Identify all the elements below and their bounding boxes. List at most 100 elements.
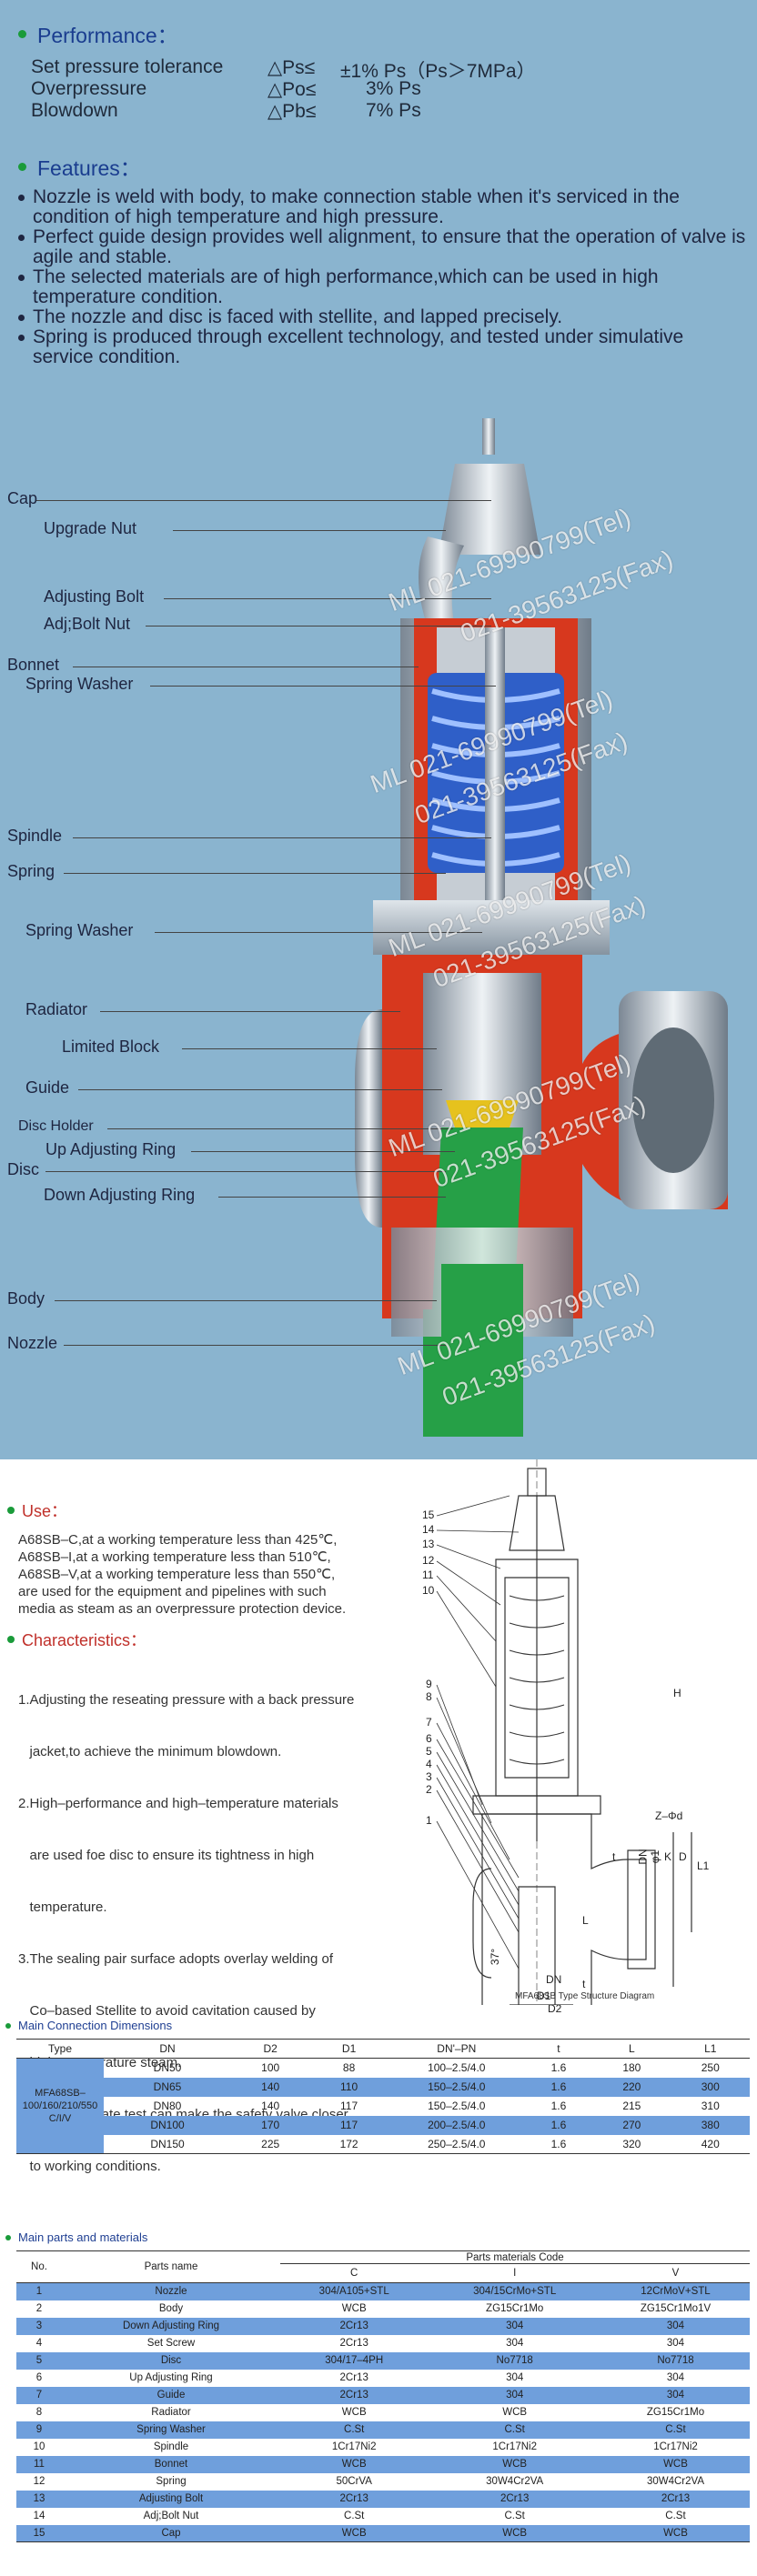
dim-label: φ1 <box>649 1849 662 1864</box>
leader-line <box>218 1197 446 1198</box>
cell: Adj;Bolt Nut <box>143 2511 199 2521</box>
cell: 172 <box>339 2137 358 2150</box>
col-header: L1 <box>704 2042 717 2055</box>
dim-label: DN <box>546 1973 562 1986</box>
col-header: Parts materials Code <box>280 2250 750 2264</box>
diagram-num: 13 <box>422 1538 435 1550</box>
dimensions-table: Type DN D2 D1 DN'–PN t L L1 MFA68SB–100/… <box>16 2039 750 2154</box>
leader-line <box>173 530 446 531</box>
diagram-drawing <box>472 1459 692 2005</box>
cell: 220 <box>622 2080 641 2093</box>
perf-symbol: △Ps≤ <box>267 57 316 78</box>
leader-line <box>191 1151 455 1152</box>
diagram-leaders <box>436 1495 520 1970</box>
cell: 2Cr13 <box>339 2493 368 2504</box>
type-cell: MFA68SB–100/160/210/550 C/I/V <box>16 2058 104 2154</box>
cell: C.St <box>665 2511 686 2521</box>
label-body: Body <box>7 1289 45 1308</box>
char-line: Co–based Stellite to avoid cavitation ca… <box>18 2003 316 2019</box>
cell: DN150 <box>150 2137 185 2150</box>
use-text: A68SB–C,at a working temperature less th… <box>18 1531 346 1618</box>
cell: No7718 <box>496 2355 533 2366</box>
cell: C.St <box>665 2424 686 2435</box>
label-upgrade-nut: Upgrade Nut <box>44 519 137 537</box>
leader-line <box>55 1300 437 1301</box>
disc-shape <box>446 1100 519 1128</box>
cell: C.St <box>504 2424 525 2435</box>
cell: 6 <box>35 2372 43 2383</box>
label-down-adjusting-ring: Down Adjusting Ring <box>44 1186 196 1204</box>
cell: 150–2.5/4.0 <box>428 2100 486 2112</box>
cell: WCB <box>341 2407 367 2418</box>
cell: 304 <box>506 2372 524 2383</box>
cell: 170 <box>261 2119 280 2131</box>
cell: 2Cr13 <box>339 2390 368 2401</box>
char-line: 3.The sealing pair surface adopts overla… <box>18 1951 334 1967</box>
features-title: Features： <box>37 156 141 180</box>
col-header: V <box>671 2268 680 2279</box>
feature-item: Nozzle is weld with body, to make connec… <box>18 187 746 227</box>
cell: 225 <box>261 2137 280 2150</box>
cell: 150–2.5/4.0 <box>428 2080 486 2093</box>
cell: 2Cr13 <box>661 2493 691 2504</box>
col-header: L <box>629 2042 635 2055</box>
cell: Disc <box>160 2355 182 2366</box>
use-line: are used for the equipment and pipelines… <box>18 1584 327 1599</box>
cell: 320 <box>622 2137 641 2150</box>
char-line: are used foe disc to ensure its tightnes… <box>18 1848 315 1863</box>
dim-label: L1 <box>697 1859 710 1872</box>
diagram-num: 8 <box>426 1690 432 1703</box>
leader-line <box>36 500 491 501</box>
perf-row-2: Overpressure△Po≤3% Ps <box>31 78 421 101</box>
feature-item: The nozzle and disc is faced with stelli… <box>18 307 746 327</box>
cell: C.St <box>344 2424 365 2435</box>
cell: DN50 <box>153 2061 182 2075</box>
cell: 2 <box>35 2303 43 2314</box>
table-header: No. Parts name Parts materials Code <box>16 2250 750 2283</box>
leader-line <box>64 873 446 874</box>
cell: 180 <box>622 2061 641 2075</box>
leader-line <box>100 1011 400 1012</box>
cell: 304 <box>506 2320 524 2331</box>
diagram-num: 14 <box>422 1523 435 1536</box>
perf-label: Overpressure <box>31 78 147 99</box>
dim-label: t <box>612 1850 616 1863</box>
diagram-labels: 15 14 13 12 11 10 9 8 7 6 5 4 3 2 1 H Z–… <box>391 1459 755 2015</box>
performance-heading: Performance： <box>18 18 178 49</box>
leader-line <box>45 1171 446 1172</box>
cell: 310 <box>701 2100 720 2112</box>
dimensions-heading: Main Connection Dimensions <box>5 2019 172 2032</box>
use-heading: Use： <box>7 1498 67 1522</box>
col-header: Parts name <box>62 2250 280 2283</box>
cell: 420 <box>701 2137 720 2150</box>
cell: ZG15Cr1Mo <box>486 2303 544 2314</box>
leader-line <box>155 932 482 933</box>
diagram-num: 12 <box>422 1554 435 1567</box>
leader-line <box>73 837 491 838</box>
perf-value: ±1% Ps（Ps＞7MPa） <box>340 61 536 82</box>
leader-line <box>164 598 491 599</box>
diagram-num: 10 <box>422 1584 435 1597</box>
cell: Guide <box>156 2390 186 2401</box>
structure-diagram <box>436 1459 692 2005</box>
diagram-num: 3 <box>426 1770 432 1783</box>
cell: 1.6 <box>550 2119 567 2131</box>
cell: Adjusting Bolt <box>138 2493 204 2504</box>
diagram-caption: MFA68SB Type Structure Diagram <box>515 1991 655 2001</box>
cell: 30W4Cr2VA <box>486 2476 544 2487</box>
nozzle-lower <box>441 1264 523 1437</box>
cell: 200–2.5/4.0 <box>428 2119 486 2131</box>
feature-item: Perfect guide design provides well align… <box>18 227 746 267</box>
leader-line <box>78 1089 442 1090</box>
cell: WCB <box>663 2527 688 2539</box>
cell: 117 <box>340 2119 358 2131</box>
cell: 50CrVA <box>336 2476 372 2487</box>
cell: WCB <box>502 2527 528 2539</box>
